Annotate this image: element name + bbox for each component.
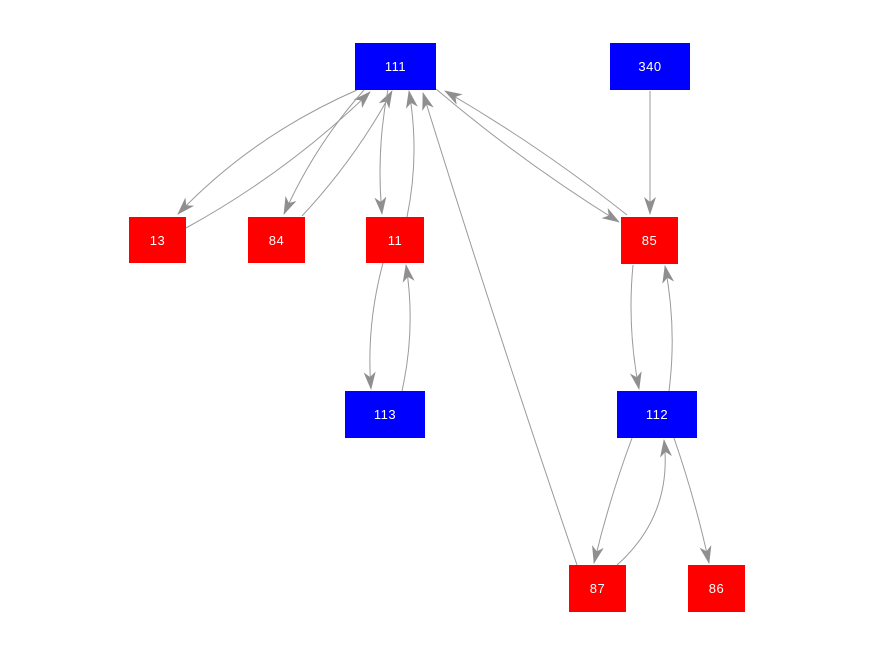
edge-111-11 [374,88,389,215]
edge-111-84 [283,89,365,215]
node-label-111: 111 [384,59,407,74]
edge-112-86 [673,437,712,564]
edge-13-111 [185,91,371,229]
edge-111-85 [435,88,620,223]
node-label-84: 84 [268,232,285,248]
edge-85-111 [444,90,628,216]
edge-11-111 [406,90,418,218]
edge-87-111 [422,92,578,566]
node-label-85: 85 [641,233,658,248]
node-label-86: 86 [708,581,725,596]
edge-113-11 [401,264,415,392]
edge-87-112 [616,439,672,566]
graph-node-13[interactable]: 13 [129,217,186,263]
node-label-11: 11 [387,232,403,248]
graph-node-84[interactable]: 84 [248,217,305,263]
edge-112-85 [662,265,675,392]
edge-111-13 [177,89,358,215]
node-label-87: 87 [589,581,606,596]
edge-112-87 [592,437,633,564]
node-label-13: 13 [149,232,166,248]
graph-node-112[interactable]: 112 [617,391,697,438]
graph-node-86[interactable]: 86 [688,565,745,612]
graph-node-87[interactable]: 87 [569,565,626,612]
edge-84-111 [301,90,393,217]
graph-node-111[interactable]: 111 [355,43,436,90]
node-label-113: 113 [373,407,397,422]
edge-85-112 [629,264,642,390]
graph-node-85[interactable]: 85 [621,217,678,264]
graph-node-340[interactable]: 340 [610,43,690,90]
graph-node-113[interactable]: 113 [345,391,425,438]
edge-11-113 [363,262,384,390]
node-label-112: 112 [645,407,669,422]
node-label-340: 340 [638,59,662,74]
graph-node-11[interactable]: 11 [366,217,424,263]
